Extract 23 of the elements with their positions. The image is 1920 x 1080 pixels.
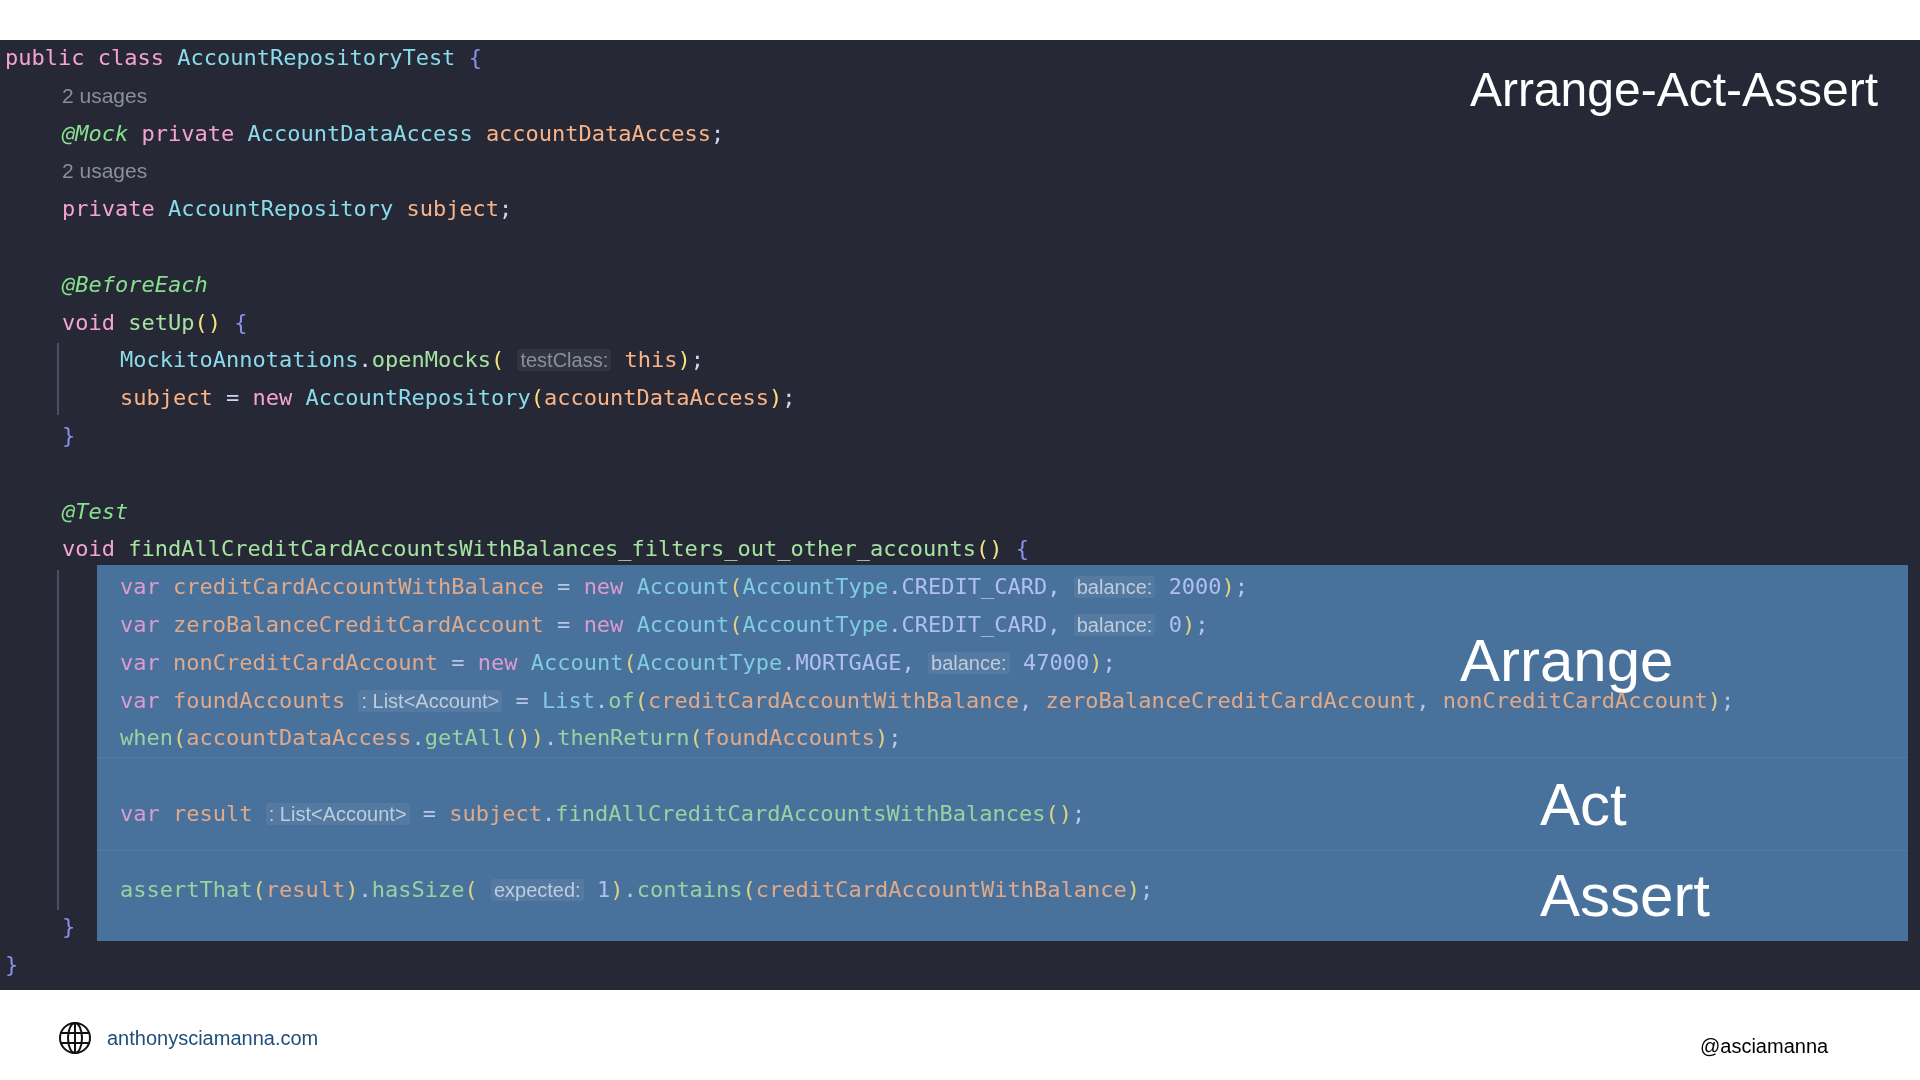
website-address: anthonysciamanna.com <box>107 1026 319 1051</box>
code-line: public class AccountRepositoryTest { <box>5 44 482 72</box>
code-line: subject = new AccountRepository(accountDataAccess); <box>120 384 796 413</box>
section-label: Act <box>1540 771 1627 838</box>
slide-title: Arrange-Act-Assert <box>1469 62 1878 118</box>
code-line: void setUp() { <box>62 308 248 337</box>
code-line: @BeforeEach <box>62 270 208 299</box>
section-label: Assert <box>1540 863 1711 929</box>
code-line: } <box>62 913 76 942</box>
code-line: private AccountRepository subject; <box>62 195 513 224</box>
code-line: when(accountDataAccess.getAll()).thenReturn(foundAccounts); <box>120 724 902 753</box>
usage-hint: 2 usages <box>62 82 148 109</box>
highlight-band <box>97 850 1908 941</box>
code-line: void findAllCreditCardAccountsWithBalances_filters_out_other_accounts() { <box>62 535 1029 564</box>
usage-hint: 2 usages <box>62 158 148 185</box>
code-line: MockitoAnnotations.openMocks( testClass: this); <box>120 346 704 375</box>
highlight-band <box>97 757 1908 851</box>
code-line: @Mock private AccountDataAccess accountDataAccess; <box>62 119 725 148</box>
code-line: } <box>62 422 76 450</box>
social-handle: @asciamanna <box>1700 1034 1829 1059</box>
highlight-band <box>97 565 1908 757</box>
code-line: @Test <box>62 497 129 526</box>
code-line: } <box>5 951 19 980</box>
